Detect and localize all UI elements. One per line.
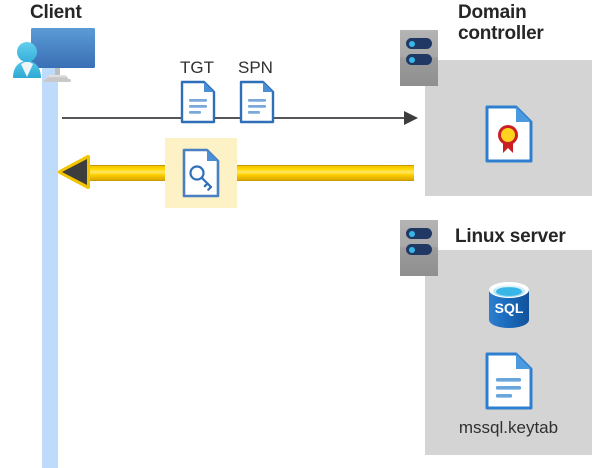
tgt-label: TGT	[180, 58, 214, 77]
document-icon	[239, 80, 275, 124]
server-rack-icon	[400, 220, 438, 276]
rack-led-icon	[409, 56, 415, 63]
rack-led-icon	[409, 230, 415, 237]
request-arrow-head	[404, 111, 418, 125]
domain-controller-title: Domain controller	[458, 2, 588, 45]
domain-controller-title-line2: controller	[458, 23, 544, 45]
domain-controller-title-line1: Domain	[458, 2, 527, 23]
svg-text:SQL: SQL	[495, 300, 524, 316]
rack-slot	[406, 38, 432, 49]
server-rack-icon	[400, 30, 438, 86]
rack-slot	[406, 54, 432, 65]
rack-slot	[406, 244, 432, 255]
linux-server-title: Linux server	[455, 226, 566, 247]
response-arrow-head	[58, 155, 90, 189]
sql-database-icon: SQL	[489, 282, 529, 328]
client-lifeline	[42, 62, 58, 468]
response-arrow-line	[78, 165, 414, 181]
document-icon	[485, 352, 533, 410]
keytab-file-label: mssql.keytab	[458, 418, 559, 437]
spn-label: SPN	[238, 58, 273, 77]
rack-slot	[406, 228, 432, 239]
certificate-document-icon	[485, 105, 533, 163]
request-arrow-line	[62, 117, 406, 119]
rack-led-icon	[409, 246, 415, 253]
client-title: Client	[30, 2, 82, 23]
rack-led-icon	[409, 40, 415, 47]
user-at-monitor-icon	[13, 28, 95, 82]
document-icon	[180, 80, 216, 124]
document-with-key-icon	[182, 148, 220, 198]
